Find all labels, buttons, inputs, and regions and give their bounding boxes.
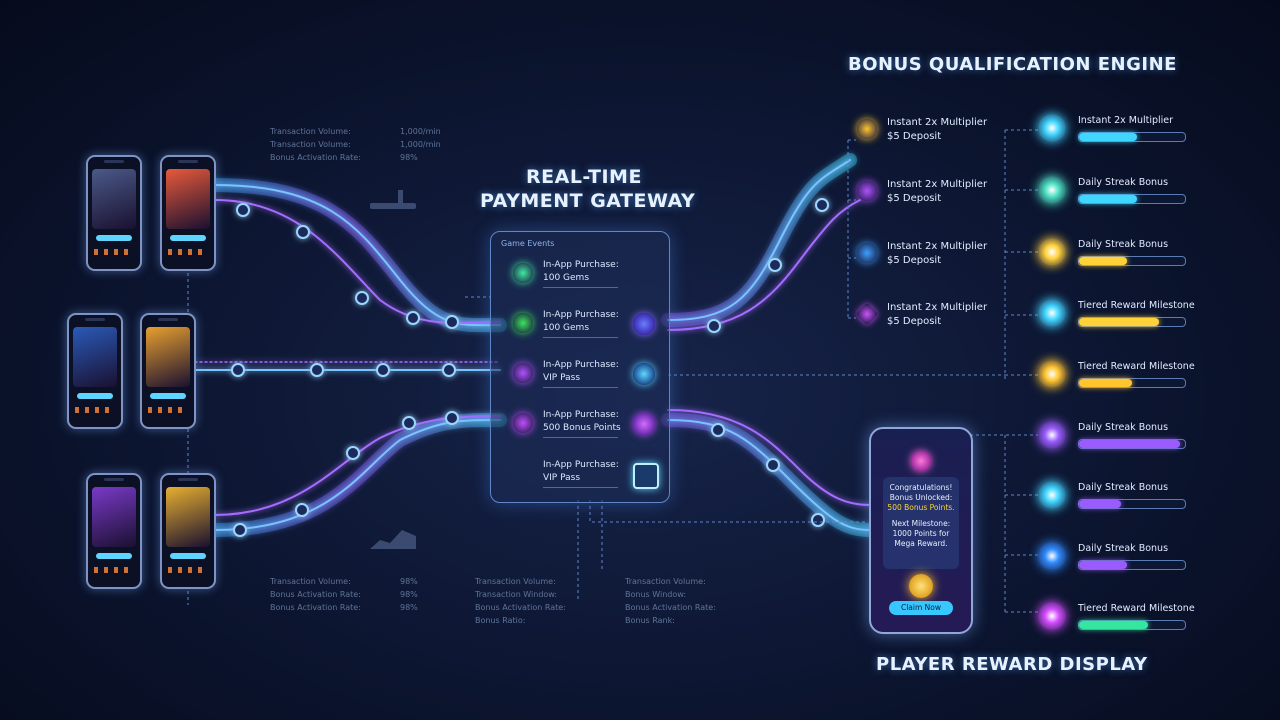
gateway-title-line1: REAL-TIME [526,166,642,188]
progress-bar [1078,620,1186,630]
coin-icon [1038,481,1066,509]
reward-message: Congratulations! Bonus Unlocked: 500 Bon… [883,477,959,569]
coin-icon [911,451,931,471]
coin-icon [857,243,877,263]
burst-icon [1038,602,1066,630]
gem-icon [1038,176,1066,204]
game-phone-3[interactable] [67,313,123,429]
gem-icon [513,313,533,333]
game-phone-5[interactable] [86,473,142,589]
gem-icon [513,263,533,283]
target-icon [633,363,655,385]
flow-nodes [231,198,829,537]
coin-icon [857,181,877,201]
game-phone-4[interactable] [140,313,196,429]
progress-bar [1078,439,1186,449]
stats-bottom-mid: Transaction Volume: Transaction Window: … [475,577,566,625]
bonus-engine-title: BONUS QUALIFICATION ENGINE [848,54,1177,75]
right-flow-streams [661,153,877,537]
progress-bar [1078,194,1186,204]
gateway-title-line2: PAYMENT GATEWAY [480,190,696,212]
claim-now-button[interactable]: Claim Now [889,601,953,615]
game-phone-screen [146,327,190,387]
payment-gateway-panel: Game Events In-App Purchase:100 Gems In-… [490,231,670,503]
cube-icon [1038,542,1066,570]
left-flow-streams [188,178,507,537]
progress-bar [1078,317,1186,327]
star-icon [1038,238,1066,266]
gateway-event[interactable]: In-App Purchase:100 Gems [501,257,651,293]
star-icon [1038,421,1066,449]
stats-bottom-left: Transaction Volume:98% Bonus Activation … [270,577,418,612]
player-reward-phone: Congratulations! Bonus Unlocked: 500 Bon… [869,427,973,634]
coin-icon [909,574,933,598]
progress-bar [1078,132,1186,142]
coin-icon [1038,360,1066,388]
decor-charts [370,190,416,549]
game-phone-1[interactable] [86,155,142,271]
game-phone-screen [166,169,210,229]
stats-top: Transaction Volume:1,000/min Transaction… [270,127,441,162]
gateway-event[interactable]: In-App Purchase:VIP Pass [501,357,655,393]
gear-icon [513,363,533,383]
diamond-icon [633,313,655,335]
game-phone-screen [166,487,210,547]
gateway-event[interactable]: In-App Purchase:100 Gems [501,307,655,343]
badge-icon [1038,299,1066,327]
gateway-event[interactable]: In-App Purchase:VIP Pass [501,457,659,493]
gear-icon [633,413,655,435]
star-icon [1038,114,1066,142]
gateway-event[interactable]: In-App Purchase:500 Bonus Points [501,407,655,443]
game-phone-screen [92,169,136,229]
coin-icon [857,119,877,139]
game-phone-screen [73,327,117,387]
gear-icon [513,413,533,433]
gateway-header: Game Events [501,239,555,248]
progress-bar [1078,560,1186,570]
progress-bar [1078,499,1186,509]
game-phone-6[interactable] [160,473,216,589]
game-phone-screen [92,487,136,547]
stats-bottom-right: Transaction Volume: Bonus Window: Bonus … [625,577,716,625]
game-phone-2[interactable] [160,155,216,271]
progress-bar [1078,378,1186,388]
progress-bar [1078,256,1186,266]
ticket-icon [633,463,659,489]
player-display-title: PLAYER REWARD DISPLAY [876,654,1148,675]
